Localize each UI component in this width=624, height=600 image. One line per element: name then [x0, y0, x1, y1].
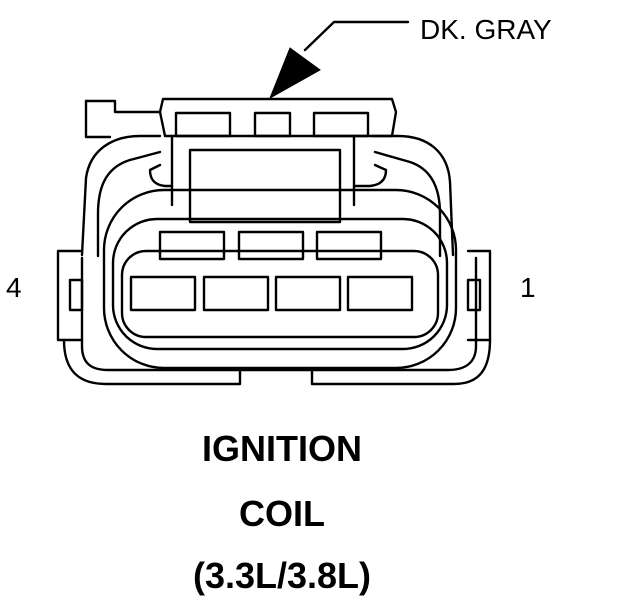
latch-tab [174, 111, 232, 138]
terminal-cavity [274, 275, 342, 312]
terminal-cavity [202, 275, 270, 312]
pin-label-1: 1 [520, 272, 536, 303]
wire-color-callout: DK. GRAY [269, 14, 552, 100]
receptacle-outer [102, 188, 458, 370]
side-latch-right [466, 249, 492, 342]
wire-color-label: DK. GRAY [420, 14, 552, 45]
locking-ramp [188, 148, 342, 224]
callout-arrowhead [269, 47, 321, 100]
side-latch-left [56, 249, 84, 342]
pin-label-4: 4 [6, 272, 22, 303]
latch-tab [253, 111, 292, 138]
caption-line-2: COIL [239, 493, 325, 534]
receptacle-inner [120, 249, 440, 339]
terminal-cavity [158, 230, 226, 261]
terminal-cavity [237, 230, 305, 261]
connector-body [56, 97, 492, 386]
receptacle-middle [111, 217, 449, 351]
latch-tab [312, 111, 370, 138]
terminal-cavity [129, 275, 197, 312]
bottom-skirt [62, 338, 492, 386]
latch-rail [84, 97, 398, 138]
terminal-cavity [346, 275, 414, 312]
caption-line-1: IGNITION [202, 428, 362, 469]
caption-line-3: (3.3L/3.8L) [193, 555, 371, 596]
outer-shell [80, 134, 455, 257]
terminal-cavity [315, 230, 383, 261]
